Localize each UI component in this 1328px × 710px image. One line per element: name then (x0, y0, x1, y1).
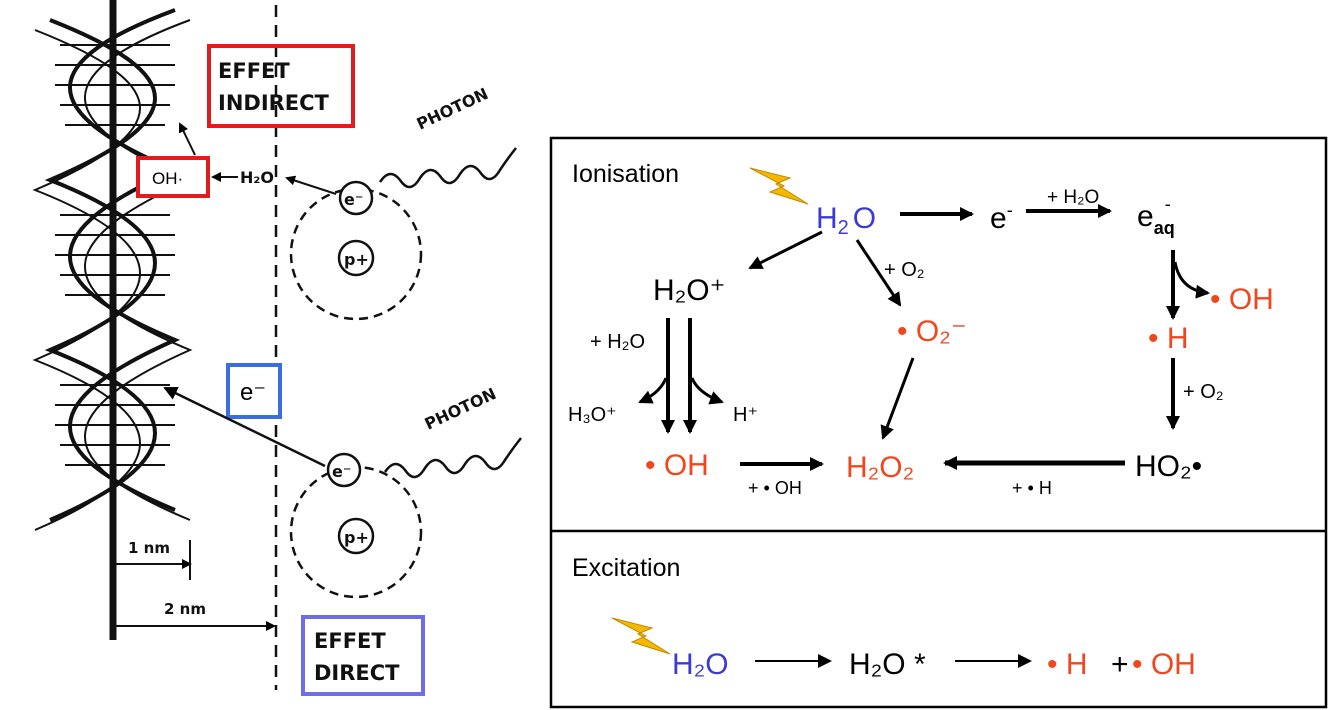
ion-ho2: HO₂• (1135, 450, 1202, 483)
oh-radical-box (136, 156, 210, 198)
effet-direct-line2: DIRECT (314, 661, 400, 685)
arrow-to-h3o (638, 377, 668, 404)
electron-box (226, 363, 282, 419)
ion-superoxide: • O₂⁻ (897, 315, 967, 348)
ion-h2o2: H₂O₂ (846, 451, 914, 484)
ion-h-radical: • H (1148, 322, 1189, 355)
direct-electron-arrow (163, 386, 326, 468)
dna-panel: EFFET INDIRECT OH· H₂O e⁻ p+ PHOTON e⁻ e… (32, 0, 522, 696)
water-label-left: H₂O (240, 168, 274, 187)
exc-water-star: H₂O * (849, 648, 926, 681)
lightning-icon (749, 167, 809, 205)
reaction-frame (549, 136, 1328, 709)
ion-plus-h2o-left: + H₂O (590, 331, 645, 353)
photon-wave-bottom (383, 437, 522, 479)
exc-water: H₂O (672, 648, 729, 681)
effet-direct-line1: EFFET (314, 629, 386, 653)
indirect-arrow (178, 122, 196, 156)
electron-top (338, 180, 374, 216)
ion-oh-left: • OH (645, 449, 709, 482)
effet-indirect-box (207, 44, 355, 128)
effet-indirect-line1: EFFET (218, 59, 290, 83)
dna-strand-2b (32, 29, 141, 531)
exc-plus: + (1111, 648, 1129, 681)
oh-radical-label: OH· (152, 169, 183, 188)
proton-top (337, 239, 375, 277)
proton-bottom (337, 517, 375, 555)
ion-plus-h2o-top: + H₂O (1047, 187, 1099, 208)
photon-wave-top (378, 147, 517, 189)
electron-top-label: e⁻ (344, 190, 363, 209)
dna-strand-2 (44, 18, 157, 522)
photon-label-top: PHOTON (414, 84, 491, 134)
dna-base-pairs (55, 44, 175, 466)
ion-eaq: eaq- (1137, 194, 1175, 238)
dim-2nm-label: 2 nm (164, 600, 206, 618)
ion-plus-oh: + • OH (748, 478, 802, 498)
ion-h3o-plus: H₃O⁺ (568, 404, 617, 426)
photon-label-bottom: PHOTON (422, 384, 499, 434)
ion-electron: e- (990, 200, 1013, 235)
lightning-icon-excitation (611, 617, 671, 655)
electron-bottom-label: e⁻ (332, 462, 351, 481)
proton-top-label: p+ (344, 250, 369, 269)
ionisation-title: Ionisation (572, 160, 679, 188)
dna-strand-1b (84, 19, 193, 521)
electron-bottom (326, 452, 362, 488)
arrow-water-to-h2oplus (748, 230, 823, 270)
proton-bottom-label: p+ (344, 528, 369, 547)
ion-plus-o2-right: + O₂ (1183, 381, 1224, 403)
ion-h-plus: H⁺ (733, 404, 758, 426)
electron-to-water-arrow (285, 175, 337, 195)
electron-box-label: e⁻ (240, 379, 266, 406)
effet-indirect-line2: INDIRECT (218, 91, 330, 115)
arrow-water-to-o2 (855, 239, 902, 307)
ion-oh-right: • OH (1210, 283, 1274, 316)
exc-oh-radical: • OH (1132, 648, 1196, 681)
ion-plus-o2-mid: + O₂ (884, 259, 925, 281)
arrow-eaq-to-oh (1173, 261, 1210, 299)
dim-1nm-label: 1 nm (128, 539, 170, 557)
arrow-to-hplus (690, 377, 724, 405)
excitation-title: Excitation (572, 554, 680, 582)
arrow-o2-to-h2o2 (880, 357, 915, 440)
exc-h-radical: • H (1047, 648, 1088, 681)
effet-direct-box (301, 615, 425, 696)
ion-plus-h: + • H (1012, 478, 1052, 498)
ion-h2o-plus: H₂O⁺ (653, 274, 725, 307)
